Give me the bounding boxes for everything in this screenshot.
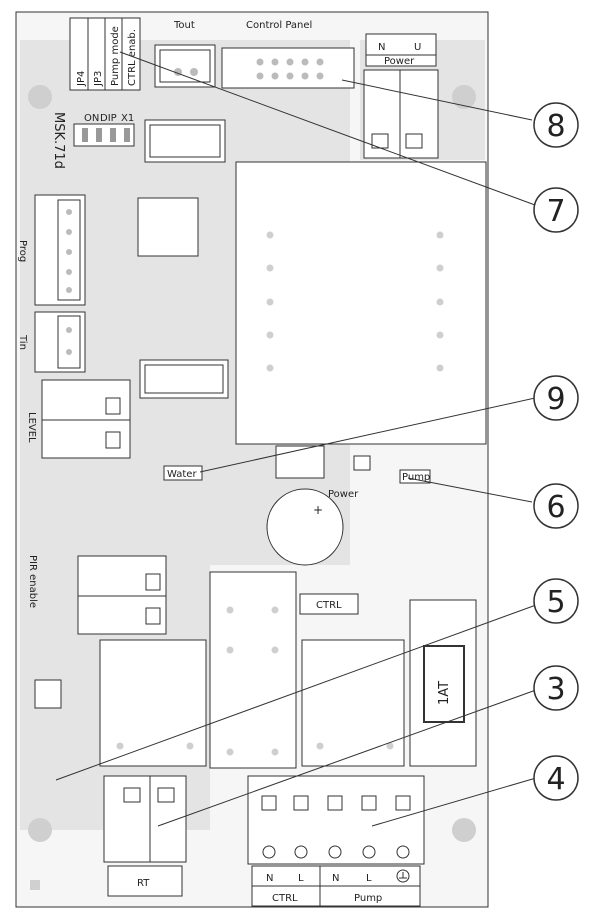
leader-lines — [55, 51, 537, 827]
callout-6: 6 — [533, 483, 579, 529]
callout-7: 7 — [533, 187, 579, 233]
callout-7-number: 7 — [546, 194, 565, 229]
callout-9-number: 9 — [546, 382, 565, 417]
power-label: Power — [384, 56, 415, 67]
corner-marker — [30, 880, 40, 890]
callout-8-number: 8 — [546, 109, 565, 144]
tout-connector — [154, 44, 216, 88]
pump-mode-label: Pump mode — [110, 26, 121, 86]
pir-enable-label: PIR enable — [27, 555, 38, 608]
dip-on-label: ON — [84, 113, 99, 124]
earth-icon — [396, 869, 410, 883]
control-panel-connector — [221, 47, 355, 89]
tout-label: Tout — [173, 20, 195, 31]
pump-group-label: Pump — [354, 893, 382, 904]
fuse-label: 1AT — [437, 681, 452, 705]
rt-label: RT — [137, 878, 150, 889]
capacitor — [266, 488, 344, 566]
callout-8: 8 — [533, 102, 579, 148]
control-panel-label: Control Panel — [246, 20, 312, 31]
ctrl-group-label: CTRL — [272, 893, 298, 904]
tin-label: Tin — [17, 334, 28, 350]
power-terminal-header — [365, 33, 437, 67]
callout-3: 3 — [533, 665, 579, 711]
term-n1-label: N — [266, 873, 273, 884]
callout-6-number: 6 — [546, 490, 565, 525]
level-label: LEVEL — [26, 412, 37, 443]
prog-label: Prog — [17, 240, 28, 262]
power-led-label: Power — [328, 489, 359, 500]
microcontroller-chip — [137, 197, 199, 257]
term-l2-label: L — [366, 873, 372, 884]
callout-4-number: 4 — [546, 762, 565, 797]
dip-switch — [73, 123, 135, 147]
water-label: Water — [167, 469, 197, 480]
callout-5: 5 — [533, 578, 579, 624]
power-u-label: U — [414, 42, 421, 53]
term-l1-label: L — [298, 873, 304, 884]
power-n-label: N — [378, 42, 385, 53]
jp4-label: JP4 — [76, 71, 87, 87]
callout-4: 4 — [533, 755, 579, 801]
ctrl-enable-label: CTRL enab. — [127, 29, 138, 86]
callout-9: 9 — [533, 375, 579, 421]
dip-x1-label: X1 — [121, 113, 134, 124]
output-terminal-block — [247, 775, 425, 865]
svg-text:+: + — [313, 503, 323, 517]
transformer — [235, 161, 487, 445]
dip-dip-label: DIP — [100, 113, 117, 124]
board-id-label: MSK.71d — [51, 112, 66, 169]
relay-middle — [209, 571, 297, 769]
pump-led-label: Pump — [402, 472, 430, 483]
mounting-holes — [28, 85, 476, 842]
fuse — [423, 645, 465, 723]
ctrl-label: CTRL — [316, 600, 342, 611]
term-n2-label: N — [332, 873, 339, 884]
callout-5-number: 5 — [546, 585, 565, 620]
callout-3-number: 3 — [546, 672, 565, 707]
jp3-label: JP3 — [93, 71, 104, 87]
